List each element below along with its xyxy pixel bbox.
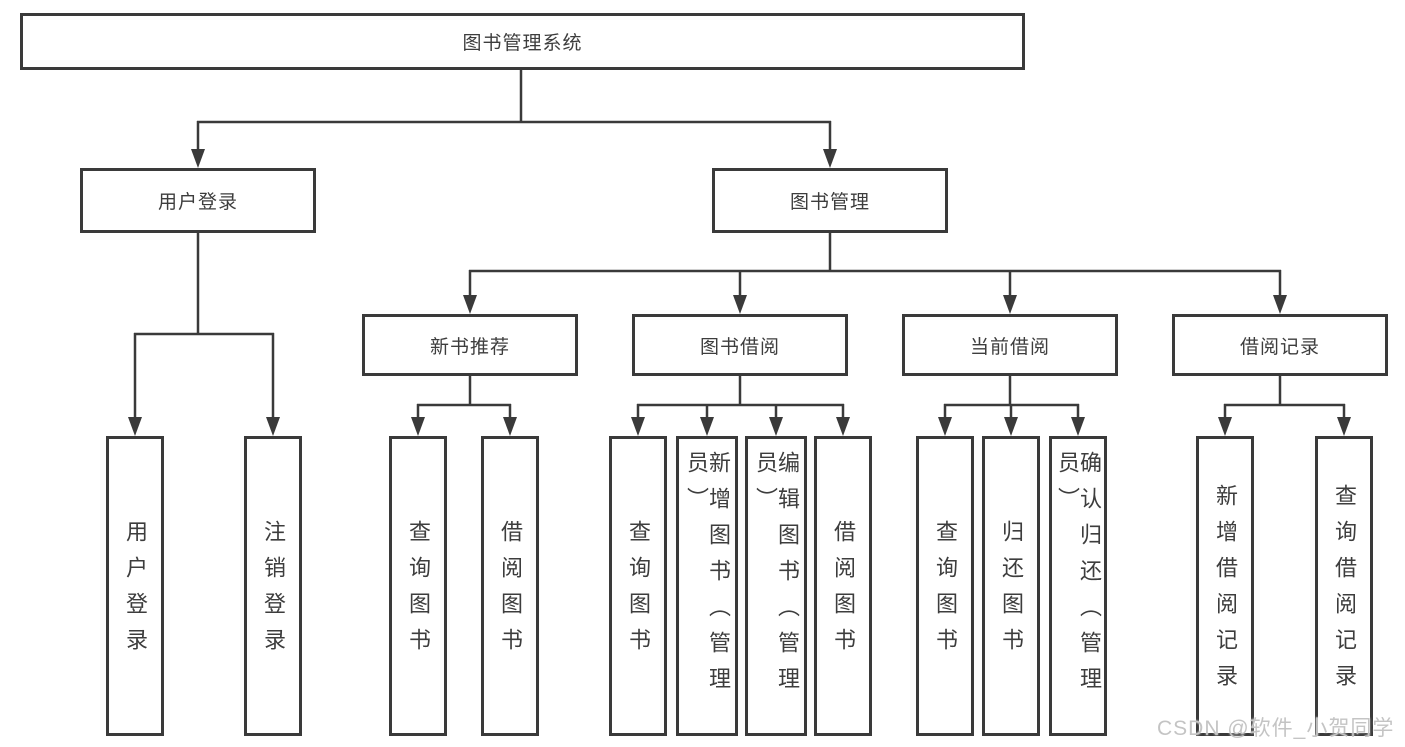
leaf-records-add: 新增借阅记录 xyxy=(1196,436,1254,736)
leaf-current-confirm: 确认归还（管理员） xyxy=(1049,436,1107,736)
node-root-label: 图书管理系统 xyxy=(462,33,583,54)
node-book-borrow-label: 图书借阅 xyxy=(699,336,780,358)
node-book-management-label: 图书管理 xyxy=(789,192,870,213)
node-root: 图书管理系统 xyxy=(20,13,1025,70)
node-current-borrow-label: 当前借阅 xyxy=(969,336,1050,358)
leaf-current-return: 归还图书 xyxy=(982,436,1040,736)
leaf-borrow-edit-label: 编辑图书（管理员） xyxy=(753,451,800,703)
leaf-borrow-borrow-label: 借阅图书 xyxy=(831,520,856,664)
leaf-current-query: 查询图书 xyxy=(916,436,974,736)
leaf-newbook-borrow-label: 借阅图书 xyxy=(498,520,523,664)
leaf-borrow-query-label: 查询图书 xyxy=(626,520,651,664)
node-new-book-recommend: 新书推荐 xyxy=(362,314,578,376)
leaf-current-return-label: 归还图书 xyxy=(999,520,1024,664)
leaf-current-query-label: 查询图书 xyxy=(933,520,958,664)
leaf-borrow-add-label: 新增图书（管理员） xyxy=(684,451,731,703)
watermark: CSDN @软件_小贺同学 xyxy=(1157,717,1395,740)
leaf-records-add-label: 新增借阅记录 xyxy=(1213,484,1238,700)
leaf-current-confirm-label: 确认归还（管理员） xyxy=(1055,451,1102,703)
leaf-borrow-borrow: 借阅图书 xyxy=(814,436,872,736)
leaf-borrow-edit: 编辑图书（管理员） xyxy=(745,436,807,736)
node-book-borrow: 图书借阅 xyxy=(632,314,848,376)
node-current-borrow: 当前借阅 xyxy=(902,314,1118,376)
node-borrow-records-label: 借阅记录 xyxy=(1239,336,1320,358)
leaf-logout-label: 注销登录 xyxy=(261,520,286,664)
node-borrow-records: 借阅记录 xyxy=(1172,314,1388,376)
leaf-newbook-query: 查询图书 xyxy=(389,436,447,736)
arrowheads xyxy=(128,149,1351,436)
node-user-login-label: 用户登录 xyxy=(157,192,238,213)
leaf-logout: 注销登录 xyxy=(244,436,302,736)
node-book-management: 图书管理 xyxy=(712,168,948,233)
leaf-user-login-label: 用户登录 xyxy=(123,520,148,664)
leaf-newbook-borrow: 借阅图书 xyxy=(481,436,539,736)
leaf-records-query: 查询借阅记录 xyxy=(1315,436,1373,736)
node-new-book-recommend-label: 新书推荐 xyxy=(429,336,510,358)
leaf-user-login: 用户登录 xyxy=(106,436,164,736)
leaf-borrow-add: 新增图书（管理员） xyxy=(676,436,738,736)
leaf-borrow-query: 查询图书 xyxy=(609,436,667,736)
leaf-newbook-query-label: 查询图书 xyxy=(406,520,431,664)
leaf-records-query-label: 查询借阅记录 xyxy=(1332,484,1357,700)
node-user-login: 用户登录 xyxy=(80,168,316,233)
